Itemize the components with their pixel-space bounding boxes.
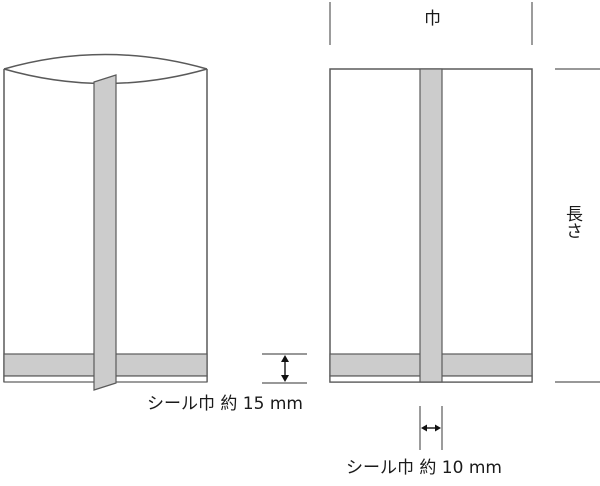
width-dimension [329,2,533,45]
left-bag-top-opening-back [3,53,208,70]
seal-10mm-dimension [419,406,443,450]
length-dimension [555,68,600,383]
center-seal-width-label: シール巾 約 10 mm [346,458,502,478]
left-bag [3,53,208,391]
right-bag [329,68,533,383]
width-label: 巾 [424,9,441,29]
right-bag-center-seal [419,68,443,383]
bottom-seal-width-label: シール巾 約 15 mm [147,394,303,414]
length-label: 長さ [562,205,582,239]
left-bag-back-seal-flap [93,74,117,391]
seal-15mm-dimension [262,353,307,384]
